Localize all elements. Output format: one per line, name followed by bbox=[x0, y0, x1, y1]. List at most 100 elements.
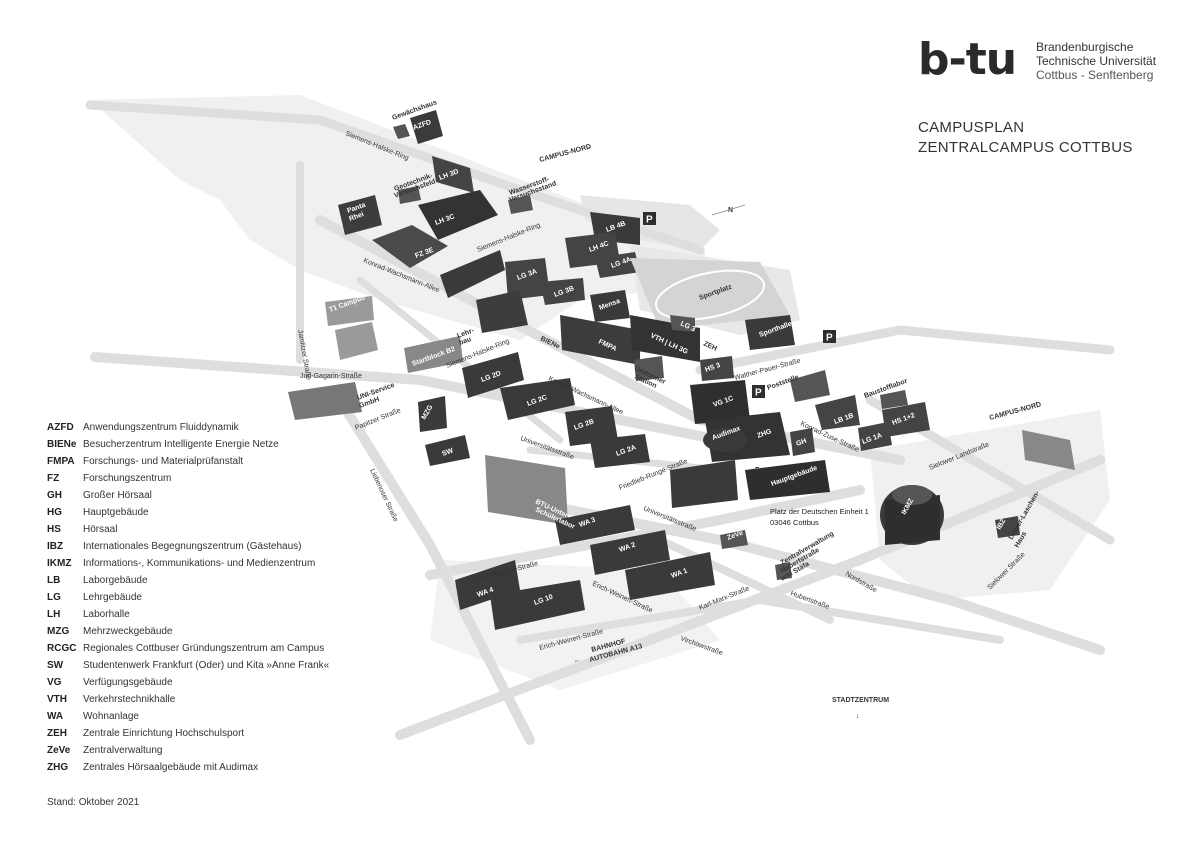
address-block: Platz der Deutschen Einheit 1 03046 Cott… bbox=[770, 507, 869, 527]
legend-abbr: LH bbox=[47, 609, 61, 620]
building-lg2c bbox=[500, 378, 575, 420]
north-indicator: N bbox=[728, 207, 733, 214]
legend-abbr: WA bbox=[47, 711, 64, 722]
title-line1: CAMPUSPLAN bbox=[918, 119, 1025, 136]
building-lh3d bbox=[432, 156, 474, 193]
parking-icon: P bbox=[823, 330, 836, 344]
building-hs3 bbox=[700, 356, 734, 381]
building-mensa bbox=[590, 290, 630, 322]
building-hauptgebaeude bbox=[745, 460, 830, 500]
legend-row: LH Laborhalle bbox=[47, 606, 329, 623]
building-fz3e bbox=[372, 225, 448, 268]
campus-nord-top-arrow: → bbox=[584, 143, 593, 152]
building-sporthalle bbox=[745, 315, 795, 350]
legend-desc: Internationales Begegnungszentrum (Gäste… bbox=[83, 541, 302, 552]
legend-row: WA Wohnanlage bbox=[47, 708, 329, 725]
legend-abbr: VG bbox=[47, 677, 62, 688]
building-wa3 bbox=[555, 505, 635, 545]
building-label: bau bbox=[458, 336, 472, 347]
stadtzentrum-label: STADTZENTRUM bbox=[832, 697, 889, 704]
legend-abbr: MZG bbox=[47, 626, 70, 637]
legend-row: VG Verfügungsgebäude bbox=[47, 674, 329, 691]
building-lg3b bbox=[540, 278, 585, 305]
btu-logo: b-tu Brandenburgische Technische Univers… bbox=[918, 36, 1168, 96]
legend-abbr: IKMZ bbox=[47, 558, 72, 569]
building-wa1 bbox=[625, 552, 715, 600]
legend-desc: Hörsaal bbox=[83, 524, 118, 535]
building-poststelle bbox=[790, 370, 830, 402]
building-uni-service bbox=[288, 382, 362, 420]
building-lh3c bbox=[418, 190, 498, 240]
building-zhg bbox=[703, 412, 790, 462]
university-name-line3: Cottbus - Senftenberg bbox=[1036, 68, 1154, 82]
legend-row: LB Laborgebäude bbox=[47, 572, 329, 589]
logo-mark: b-tu bbox=[918, 34, 1017, 85]
building-gewaechshaus bbox=[393, 124, 410, 139]
legend-abbr: IBZ bbox=[47, 541, 64, 552]
stadtzentrum-arrow: ↓ bbox=[856, 713, 860, 720]
legend-desc: Forschungszentrum bbox=[83, 473, 172, 484]
legend-abbr: LB bbox=[47, 575, 61, 586]
building-baustofflabor bbox=[880, 390, 908, 409]
building-lg1a bbox=[858, 422, 892, 451]
building-gh bbox=[790, 428, 815, 456]
building-azfd bbox=[410, 110, 443, 144]
address-line2: 03046 Cottbus bbox=[770, 518, 819, 527]
legend-row: GH Großer Hörsaal bbox=[47, 487, 329, 504]
building-lehrbau bbox=[476, 290, 528, 333]
legend-desc: Forschungs- und Materialprüfanstalt bbox=[83, 456, 244, 467]
building-vg1c bbox=[690, 380, 750, 424]
legend-desc: Laborgebäude bbox=[83, 575, 148, 586]
building-label: Rhei bbox=[348, 211, 365, 223]
legend-abbr: BIENe bbox=[47, 439, 77, 450]
building-wa4 bbox=[455, 560, 520, 610]
legend-desc: Großer Hörsaal bbox=[83, 490, 152, 501]
stand-date: Stand: Oktober 2021 bbox=[47, 797, 140, 808]
north-line bbox=[711, 204, 746, 216]
building-panta-rhei bbox=[338, 195, 382, 235]
building-umformer bbox=[634, 356, 664, 381]
legend-desc: Lehrgebäude bbox=[83, 592, 142, 603]
legend-desc: Studentenwerk Frankfurt (Oder) und Kita … bbox=[83, 660, 330, 671]
building-btu-schuelerlabor bbox=[485, 455, 568, 525]
building-mzg bbox=[418, 396, 447, 432]
legend-desc: Hauptgebäude bbox=[83, 507, 149, 518]
legend-desc: Laborhalle bbox=[83, 609, 130, 620]
title-line2: ZENTRALCAMPUS COTTBUS bbox=[918, 139, 1133, 156]
building-geotechnik bbox=[398, 186, 421, 204]
page-title: CAMPUSPLAN ZENTRALCAMPUS COTTBUS bbox=[918, 118, 1133, 158]
parking-label: P bbox=[755, 388, 762, 399]
map-streets bbox=[85, 100, 1115, 745]
legend-abbr: GH bbox=[47, 490, 62, 501]
legend-desc: Verkehrstechnikhalle bbox=[83, 694, 176, 705]
map-buildings bbox=[288, 110, 1075, 630]
legend-abbr: RCGC bbox=[47, 643, 77, 654]
legend-abbr: AZFD bbox=[47, 422, 74, 433]
legend-abbr: HS bbox=[47, 524, 61, 535]
campus-nord-right-arrow: → bbox=[1031, 398, 1040, 407]
building-lg3 bbox=[670, 315, 695, 332]
legend-abbr: ZEH bbox=[47, 728, 67, 739]
building-zeve bbox=[720, 530, 748, 549]
legend-abbr: HG bbox=[47, 507, 62, 518]
building-lehrer-laschen-haus bbox=[1022, 430, 1075, 470]
legend-desc: Zentrale Einrichtung Hochschulsport bbox=[83, 728, 245, 739]
legend-row: HS Hörsaal bbox=[47, 521, 329, 538]
legend-desc: Zentrales Hörsaalgebäude mit Audimax bbox=[83, 762, 259, 773]
legend-desc: Besucherzentrum Intelligente Energie Net… bbox=[83, 439, 279, 450]
legend-desc: Wohnanlage bbox=[83, 711, 139, 722]
street-label: Juri-Gagarin-Straße bbox=[300, 373, 362, 380]
building-lb1b bbox=[815, 395, 860, 430]
building-fmpa bbox=[560, 315, 640, 365]
parking-icon: P bbox=[643, 212, 656, 226]
building-zentralverwaltung bbox=[775, 562, 792, 580]
parking-markers: P P P bbox=[643, 212, 836, 399]
address-line1: Platz der Deutschen Einheit 1 bbox=[770, 507, 869, 516]
legend-desc: Verfügungsgebäude bbox=[83, 677, 173, 688]
